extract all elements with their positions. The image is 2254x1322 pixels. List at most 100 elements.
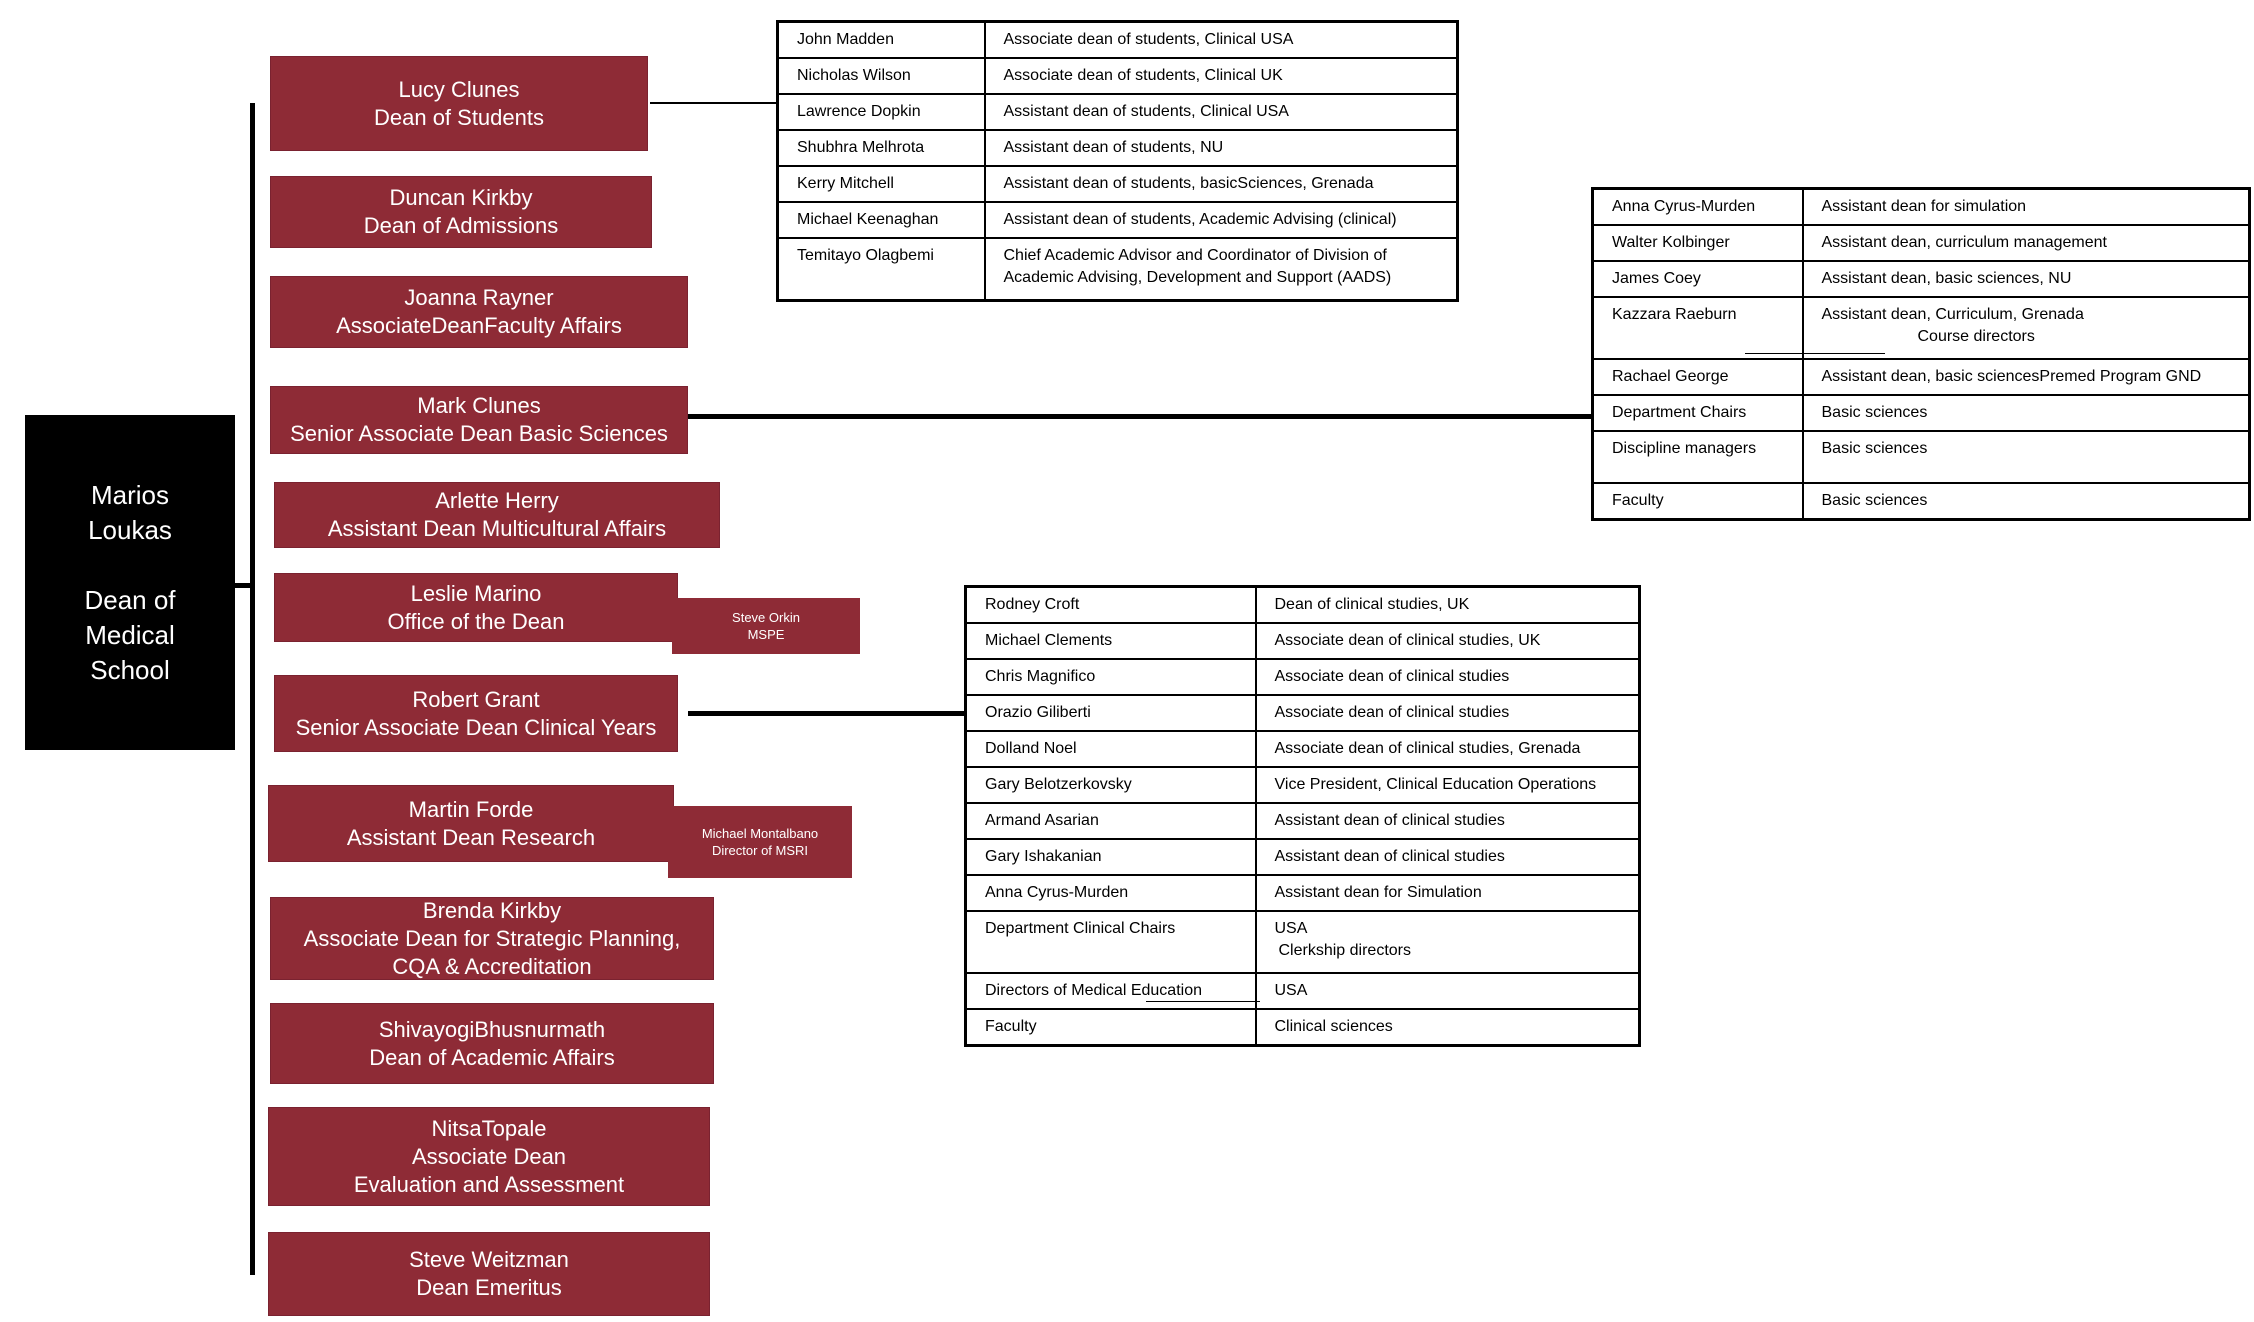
member-role: USA xyxy=(1254,972,1641,1010)
dean-box-mark-clunes: Mark Clunes Senior Associate Dean Basic … xyxy=(270,386,688,454)
member-role: Assistant dean for simulation xyxy=(1801,187,2251,226)
member-name: Rodney Croft xyxy=(964,585,1257,624)
member-name: Temitayo Olagbemi xyxy=(776,237,986,301)
member-role: Basic sciences xyxy=(1801,394,2251,432)
member-name: Department Chairs xyxy=(1591,394,1804,432)
member-role: Assistant dean, basic sciencesPremed Pro… xyxy=(1801,358,2251,396)
member-role: Assistant dean, basic sciences, NU xyxy=(1801,260,2251,298)
member-name: Faculty xyxy=(964,1008,1257,1047)
member-name: Walter Kolbinger xyxy=(1591,224,1804,262)
member-name: Michael Clements xyxy=(964,622,1257,660)
dean-name: Joanna Rayner xyxy=(404,285,554,310)
side-box-title: MSPE xyxy=(747,627,785,642)
member-role: Associate dean of clinical studies, Gren… xyxy=(1254,730,1641,768)
member-name: Anna Cyrus-Murden xyxy=(1591,187,1804,226)
dean-title: Associate Dean for Strategic Planning, xyxy=(303,925,681,951)
side-box-name: Michael Montalbano xyxy=(701,826,819,841)
dean-box-duncan-kirkby: Duncan Kirkby Dean of Admissions xyxy=(270,176,652,248)
member-role: Associate dean of clinical studies, UK xyxy=(1254,622,1641,660)
member-name: Chris Magnifico xyxy=(964,658,1257,696)
member-name: Anna Cyrus-Murden xyxy=(964,874,1257,912)
member-name: Orazio Giliberti xyxy=(964,694,1257,732)
member-role: Chief Academic Advisor and Coordinator o… xyxy=(1003,247,1387,264)
member-name: Department Clinical Chairs xyxy=(964,910,1257,974)
member-role: Assistant dean of students, NU xyxy=(983,129,1459,167)
dean-title: Dean Emeritus xyxy=(416,1275,562,1300)
dean-name: Leslie Marino xyxy=(410,580,542,606)
root-title-line1: Dean of xyxy=(84,584,176,615)
member-role: Dean of clinical studies, UK xyxy=(1254,585,1641,624)
member-name: Discipline managers xyxy=(1591,430,1804,484)
table-row: Temitayo Olagbemi Chief Academic Advisor … xyxy=(776,237,1459,301)
member-role: Associate dean of students, Clinical UK xyxy=(983,57,1459,95)
member-role: Assistant dean of students, Clinical USA xyxy=(983,93,1459,131)
side-box-michael-montalbano: Michael Montalbano Director of MSRI xyxy=(668,806,852,878)
dean-title-line2: CQA & Accreditation xyxy=(392,953,592,979)
member-role: Vice President, Clinical Education Opera… xyxy=(1254,766,1641,804)
dean-title: Dean of Academic Affairs xyxy=(369,1044,615,1070)
dean-box-martin-forde: Martin Forde Assistant Dean Research xyxy=(268,785,674,862)
basic-connector xyxy=(687,414,1593,419)
dean-title: Office of the Dean xyxy=(387,608,565,634)
member-name: Nicholas Wilson xyxy=(776,57,986,95)
member-role: Assistant dean for Simulation xyxy=(1254,874,1641,912)
dean-name: Lucy Clunes xyxy=(398,76,520,102)
member-name: Dolland Noel xyxy=(964,730,1257,768)
member-role: Associate dean of students, Clinical USA xyxy=(983,20,1459,59)
dean-box-arlette-herry: Arlette Herry Assistant Dean Multicultur… xyxy=(274,482,720,548)
spine-line xyxy=(250,103,255,1275)
dean-name: NitsaTopale xyxy=(431,1115,547,1141)
clinical-connector xyxy=(688,711,966,716)
member-role: Basic sciences xyxy=(1801,430,2251,484)
students-connector xyxy=(650,102,778,104)
dean-name: Brenda Kirkby xyxy=(422,897,562,923)
dean-name: Mark Clunes xyxy=(417,393,541,418)
dean-name: Robert Grant xyxy=(412,686,540,712)
member-role: Associate dean of clinical studies xyxy=(1254,658,1641,696)
dean-name: Duncan Kirkby xyxy=(389,185,533,210)
member-name: Gary Ishakanian xyxy=(964,838,1257,876)
root-dean-box: Marios Loukas Dean of Medical School xyxy=(25,415,235,750)
member-role: Clinical sciences xyxy=(1254,1008,1641,1047)
dean-title: Dean of Students xyxy=(373,104,544,130)
dean-name: Steve Weitzman xyxy=(409,1247,569,1272)
dean-box-robert-grant: Robert Grant Senior Associate Dean Clini… xyxy=(274,675,678,752)
member-role: Assistant dean, Curriculum, Grenada xyxy=(1821,306,2084,323)
member-role-line2: Clerkship directors xyxy=(1278,942,1411,959)
dean-title: Dean of Admissions xyxy=(363,213,559,238)
dean-name: Arlette Herry xyxy=(435,488,559,513)
root-title-line3: School xyxy=(90,654,170,685)
member-name: Faculty xyxy=(1591,482,1804,521)
member-role: Assistant dean of clinical studies xyxy=(1254,838,1641,876)
member-name: Kazzara Raeburn xyxy=(1591,296,1804,360)
member-role: Assistant dean of clinical studies xyxy=(1254,802,1641,840)
member-role: Associate dean of clinical studies xyxy=(1254,694,1641,732)
clinical-chairs-divider-line xyxy=(1146,1001,1260,1002)
dean-title: Senior Associate Dean Basic Sciences xyxy=(290,421,668,446)
member-role-cell: Chief Academic Advisor and Coordinator o… xyxy=(983,237,1459,301)
dean-box-joanna-rayner: Joanna Rayner AssociateDeanFaculty Affai… xyxy=(270,276,688,348)
member-name: Armand Asarian xyxy=(964,802,1257,840)
dean-title: Associate Dean xyxy=(411,1143,567,1169)
